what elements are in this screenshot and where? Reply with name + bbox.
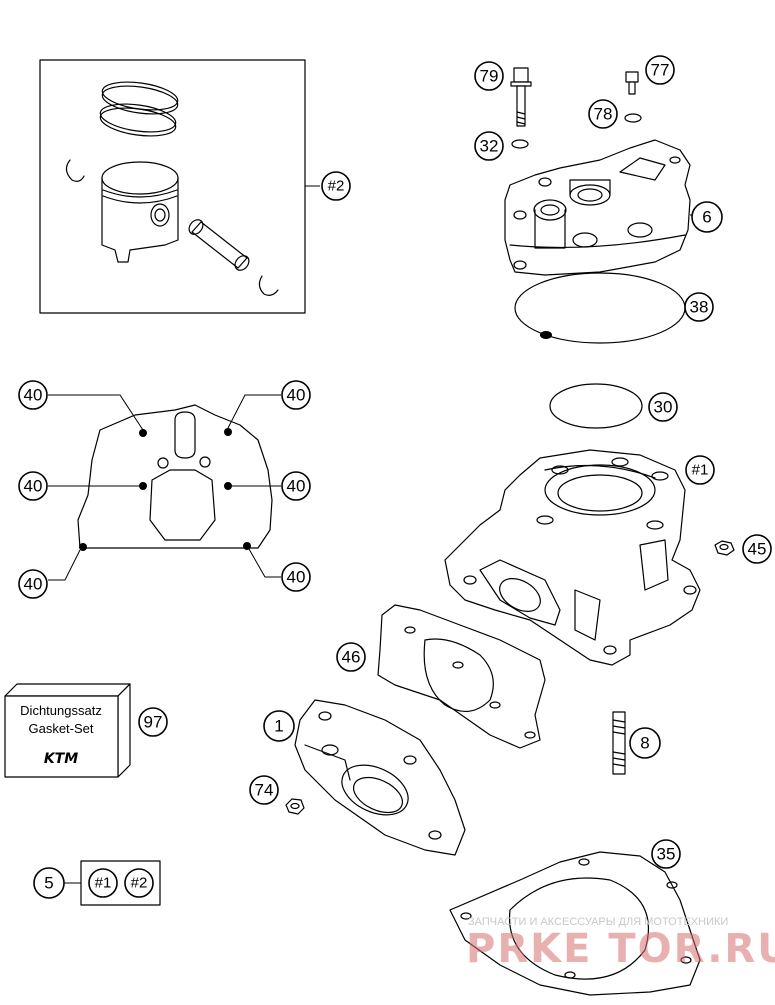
svg-text:38: 38 bbox=[690, 298, 709, 317]
svg-text:74: 74 bbox=[255, 781, 274, 800]
svg-text:1: 1 bbox=[274, 717, 283, 736]
callout-1-hash[interactable]: #1 bbox=[685, 455, 715, 485]
svg-text:5: 5 bbox=[44, 874, 53, 893]
head-bolt bbox=[510, 67, 532, 127]
screw-77 bbox=[625, 71, 639, 95]
watermark-tagline: ЗАПЧАСТИ И АКСЕССУАРЫ ДЛЯ МОТОТЕХНИКИ bbox=[468, 916, 728, 928]
callout-5[interactable]: 5 bbox=[33, 867, 65, 899]
svg-text:35: 35 bbox=[657, 845, 676, 864]
piston-kit-box bbox=[39, 59, 320, 314]
svg-text:77: 77 bbox=[651, 61, 670, 80]
base-gasket bbox=[449, 851, 701, 996]
washer-32 bbox=[511, 139, 529, 149]
cylinder-head bbox=[504, 139, 691, 276]
svg-text:40: 40 bbox=[24, 386, 43, 405]
piston-rings bbox=[99, 81, 179, 137]
svg-text:40: 40 bbox=[287, 386, 306, 405]
callout-35[interactable]: 35 bbox=[651, 839, 681, 869]
washer-78 bbox=[624, 113, 642, 123]
cylinder bbox=[444, 449, 701, 666]
piston bbox=[101, 161, 179, 263]
callout-40-f[interactable]: 40 bbox=[281, 562, 311, 592]
svg-text:78: 78 bbox=[594, 105, 613, 124]
svg-text:32: 32 bbox=[480, 137, 499, 156]
gasket-box-line1: Dichtungssatz bbox=[20, 703, 102, 718]
callout-38[interactable]: 38 bbox=[684, 292, 714, 322]
svg-text:45: 45 bbox=[748, 540, 767, 559]
exhaust-flange-gasket bbox=[377, 604, 546, 749]
callout-set-2-hash[interactable]: #2 bbox=[124, 868, 154, 898]
callout-40-a[interactable]: 40 bbox=[18, 380, 48, 410]
piston-pin bbox=[188, 219, 250, 271]
exhaust-gasket bbox=[77, 404, 273, 551]
callout-2-hash[interactable]: #2 bbox=[321, 171, 351, 201]
watermark-logo: PRKE TOR.RU bbox=[466, 926, 775, 972]
callout-30[interactable]: 30 bbox=[648, 392, 678, 422]
circlip-right bbox=[258, 275, 279, 296]
svg-text:40: 40 bbox=[24, 477, 43, 496]
svg-text:#2: #2 bbox=[328, 178, 345, 195]
svg-text:#2: #2 bbox=[131, 875, 148, 892]
callout-8[interactable]: 8 bbox=[629, 727, 661, 759]
svg-text:40: 40 bbox=[287, 568, 306, 587]
svg-text:40: 40 bbox=[24, 575, 43, 594]
gasket-set-box: Dichtungssatz Gasket-Set KTM bbox=[4, 683, 131, 778]
svg-text:#1: #1 bbox=[692, 462, 709, 479]
callout-40-b[interactable]: 40 bbox=[281, 380, 311, 410]
callout-40-e[interactable]: 40 bbox=[18, 569, 48, 599]
callout-32[interactable]: 32 bbox=[474, 131, 504, 161]
callout-79[interactable]: 79 bbox=[474, 61, 504, 91]
callout-74[interactable]: 74 bbox=[249, 775, 279, 805]
callout-46[interactable]: 46 bbox=[336, 642, 366, 672]
cylinder-o-ring bbox=[549, 383, 643, 429]
callout-set-1-hash[interactable]: #1 bbox=[88, 868, 118, 898]
callout-40-c[interactable]: 40 bbox=[18, 471, 48, 501]
svg-text:#1: #1 bbox=[95, 875, 112, 892]
svg-text:46: 46 bbox=[342, 648, 361, 667]
head-o-ring bbox=[514, 272, 686, 344]
set-box bbox=[80, 860, 161, 906]
svg-text:97: 97 bbox=[144, 713, 163, 732]
ktm-logo: KTM bbox=[44, 751, 78, 767]
circlip-left bbox=[65, 159, 85, 182]
callout-78[interactable]: 78 bbox=[588, 99, 618, 129]
svg-text:79: 79 bbox=[480, 67, 499, 86]
nut-45 bbox=[714, 540, 735, 556]
svg-text:6: 6 bbox=[702, 208, 711, 227]
nut-74 bbox=[285, 798, 305, 815]
callout-40-d[interactable]: 40 bbox=[281, 471, 311, 501]
svg-text:40: 40 bbox=[287, 477, 306, 496]
gasket-box-line2: Gasket-Set bbox=[28, 721, 93, 736]
callout-6[interactable]: 6 bbox=[691, 201, 723, 233]
callout-1[interactable]: 1 bbox=[263, 710, 295, 742]
exhaust-flange bbox=[294, 699, 466, 856]
svg-text:8: 8 bbox=[640, 734, 649, 753]
svg-text:30: 30 bbox=[654, 398, 673, 417]
callout-77[interactable]: 77 bbox=[645, 55, 675, 85]
stud-8 bbox=[612, 711, 626, 775]
callout-45[interactable]: 45 bbox=[742, 534, 772, 564]
callout-97[interactable]: 97 bbox=[138, 707, 168, 737]
